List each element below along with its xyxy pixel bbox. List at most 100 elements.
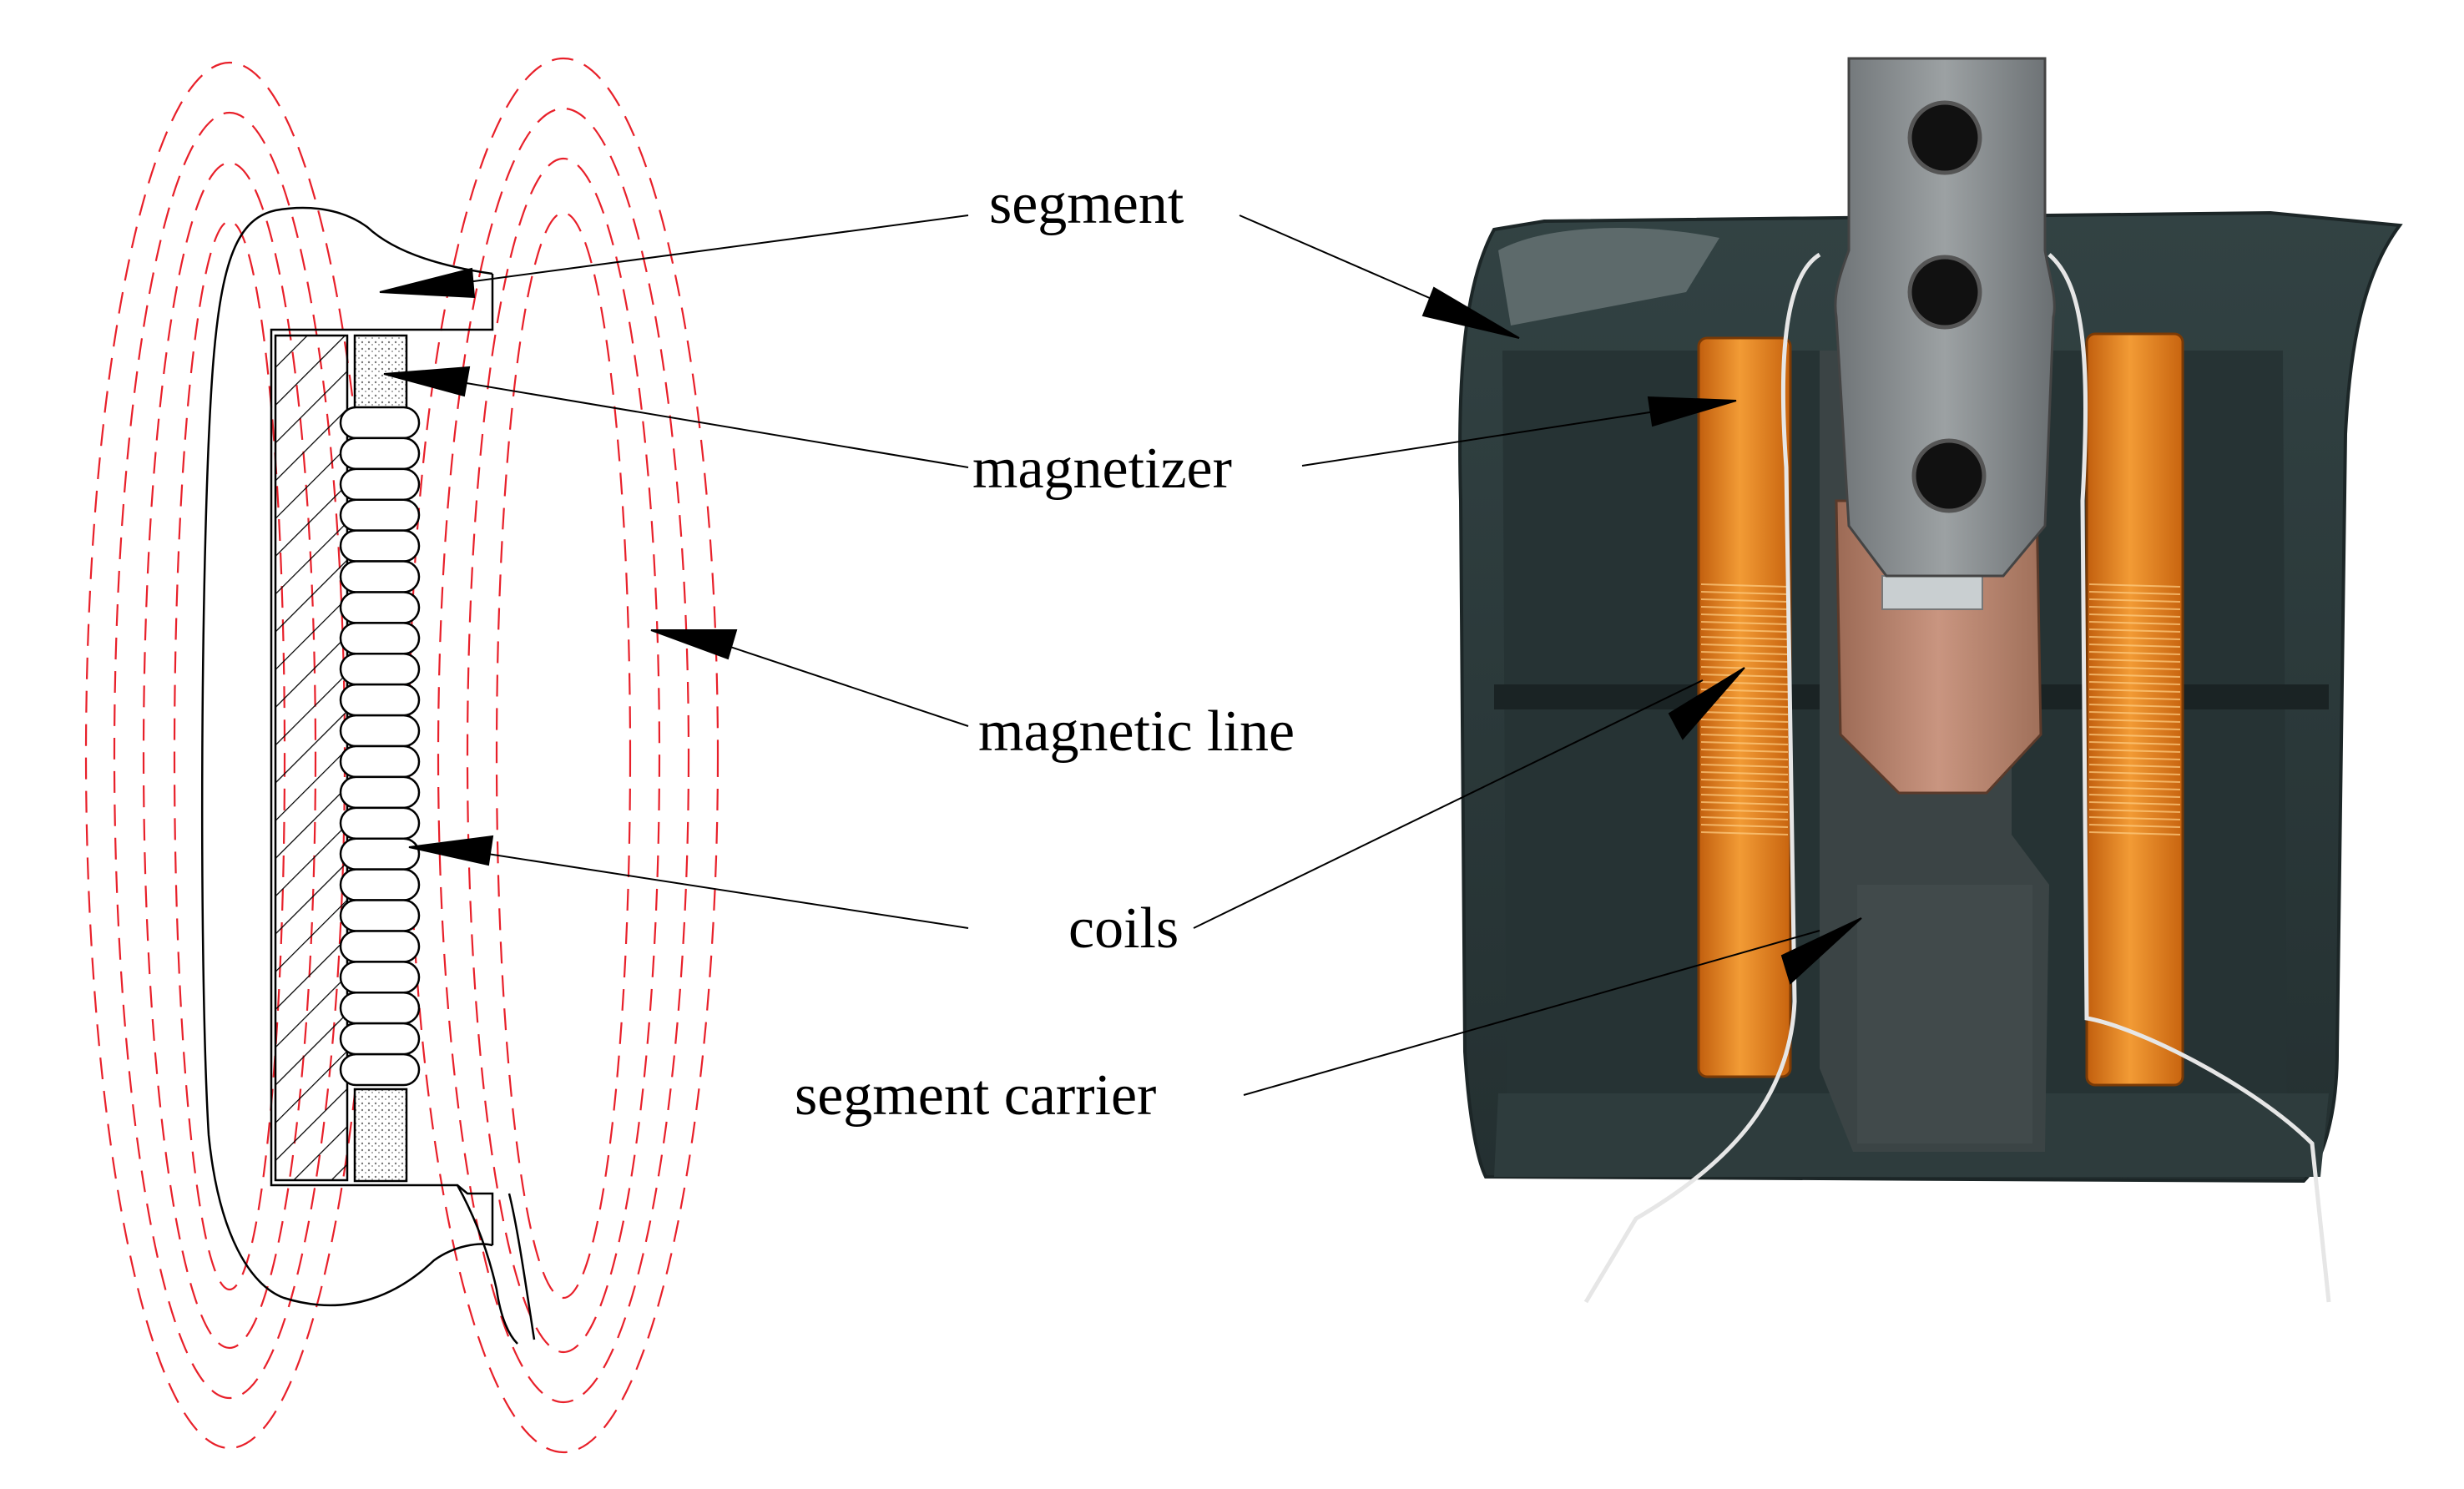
coil-winding	[1700, 809, 1789, 813]
coil-winding	[1700, 764, 1789, 768]
coil-loop	[339, 467, 421, 501]
coil-winding	[2088, 711, 2181, 715]
coil-winding	[1700, 621, 1789, 625]
label-magnetic-line: magnetic line	[978, 699, 1295, 764]
coil-loop	[339, 837, 421, 871]
coil-loop	[339, 653, 421, 686]
coil-winding	[1700, 606, 1789, 610]
coil-winding	[2088, 824, 2181, 828]
coil-winding	[1700, 771, 1789, 775]
segment-drawing	[274, 334, 349, 1182]
label-segment: segment	[989, 172, 1184, 236]
bolt-icon	[1907, 100, 1982, 175]
coil-winding	[2088, 741, 2181, 745]
coil-loop	[339, 406, 421, 440]
coil-winding	[1700, 613, 1789, 618]
magnetizer-drawing	[353, 334, 408, 1183]
coil-winding	[2088, 809, 2181, 813]
coil-loop	[339, 744, 421, 779]
coil-winding	[2088, 831, 2181, 835]
coil-winding	[2088, 628, 2181, 633]
coil-winding	[2088, 681, 2181, 685]
coil-winding	[2088, 734, 2181, 738]
coil-winding	[1700, 824, 1789, 828]
coil-winding	[1700, 831, 1789, 835]
coils-drawing	[339, 406, 421, 1087]
coil-winding	[2088, 816, 2181, 820]
coil-winding	[2088, 719, 2181, 723]
device-photo	[1458, 57, 2403, 1304]
coil-winding	[2088, 621, 2181, 625]
coil-loop	[339, 529, 421, 563]
coil-loop	[339, 437, 421, 471]
coil-winding	[2088, 786, 2181, 790]
bolt-icon	[1907, 255, 1982, 330]
coil-winding	[1700, 598, 1789, 603]
coil-winding	[1700, 583, 1789, 588]
left-coil	[1697, 336, 1792, 1078]
coil-loop	[339, 714, 421, 748]
coil-loop	[339, 868, 421, 901]
coil-winding	[1700, 749, 1789, 753]
coil-winding	[1700, 726, 1789, 730]
coil-winding	[2088, 666, 2181, 670]
coil-loop	[339, 1022, 421, 1056]
coil-winding	[2088, 794, 2181, 798]
coil-winding	[2088, 771, 2181, 775]
coil-winding	[2088, 583, 2181, 588]
coil-winding	[1700, 756, 1789, 760]
coil-winding	[2088, 801, 2181, 805]
coil-winding	[1700, 674, 1789, 678]
right-coil	[2085, 332, 2184, 1087]
coil-winding	[2088, 696, 2181, 700]
coil-winding	[1700, 651, 1789, 655]
coil-winding	[1700, 628, 1789, 633]
coil-winding	[2088, 756, 2181, 760]
coil-loop	[339, 498, 421, 532]
coil-winding	[1700, 786, 1789, 790]
coil-winding	[2088, 613, 2181, 618]
coil-winding	[2088, 651, 2181, 655]
coil-loop	[339, 775, 421, 810]
coil-winding	[2088, 689, 2181, 693]
coil-winding	[2088, 674, 2181, 678]
coil-winding	[2088, 659, 2181, 663]
coil-loop	[339, 930, 421, 963]
coil-loop	[339, 683, 421, 717]
coil-winding	[1700, 734, 1789, 738]
coil-loop	[339, 591, 421, 624]
callout-leaders	[379, 215, 1862, 1096]
coil-winding	[1700, 681, 1789, 685]
bolt-icon	[1911, 438, 1987, 513]
coil-loop	[339, 1052, 421, 1087]
coil-winding	[2088, 704, 2181, 708]
coil-loop	[339, 560, 421, 593]
coil-winding	[2088, 644, 2181, 648]
coil-winding	[1700, 719, 1789, 723]
coil-winding	[2088, 749, 2181, 753]
coil-winding	[1700, 794, 1789, 798]
coil-loop	[339, 806, 421, 840]
coil-winding	[1700, 591, 1789, 595]
coil-winding	[2088, 598, 2181, 603]
coil-winding	[2088, 726, 2181, 730]
coil-loop	[339, 622, 421, 655]
coil-winding	[1700, 779, 1789, 783]
coil-winding	[2088, 764, 2181, 768]
steel-clamp	[1834, 57, 2056, 578]
coil-loop	[339, 961, 421, 994]
coil-winding	[1700, 659, 1789, 663]
coil-winding	[1700, 711, 1789, 715]
coil-winding	[1700, 644, 1789, 648]
segment-carrier-outline	[200, 206, 536, 1345]
coil-loop	[339, 992, 421, 1025]
coil-winding	[1700, 704, 1789, 708]
coil-winding	[2088, 636, 2181, 640]
label-coils: coils	[1068, 896, 1179, 961]
coil-loop	[339, 899, 421, 932]
coil-winding	[1700, 741, 1789, 745]
lead-wires	[1583, 252, 2331, 1304]
label-magnetizer: magnetizer	[972, 437, 1232, 501]
